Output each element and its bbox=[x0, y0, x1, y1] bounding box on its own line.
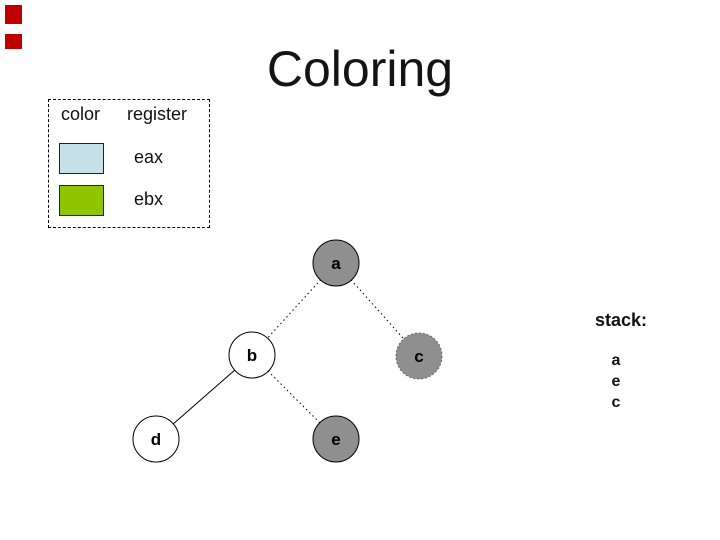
color-register-legend: color register eax ebx bbox=[48, 99, 210, 228]
legend-swatch-ebx bbox=[59, 185, 104, 216]
slide-title: Coloring bbox=[266, 41, 454, 97]
graph-node-d bbox=[132, 415, 180, 463]
stack-item: e bbox=[611, 373, 621, 390]
legend-header-register: register bbox=[127, 104, 188, 124]
legend-register-ebx: ebx bbox=[134, 189, 164, 209]
graph-node-label-c: c bbox=[414, 347, 423, 366]
graph-edge-b-e bbox=[251, 354, 337, 440]
red-slide-marker-top bbox=[5, 5, 22, 24]
graph-node-label-d: d bbox=[151, 430, 161, 449]
stack-item: a bbox=[611, 352, 621, 369]
graph-node-c bbox=[395, 332, 443, 380]
legend-swatch-eax bbox=[59, 143, 104, 174]
legend-register-eax: eax bbox=[134, 147, 164, 167]
graph-node-a bbox=[312, 239, 360, 287]
graph-node-label-a: a bbox=[331, 254, 341, 273]
stack-label: stack: bbox=[595, 310, 648, 330]
red-slide-marker-bottom bbox=[5, 34, 22, 49]
stack-item: c bbox=[611, 394, 621, 411]
graph-node-e bbox=[312, 415, 360, 463]
stack-items: a e c bbox=[604, 350, 628, 413]
legend-header-color: color bbox=[61, 104, 101, 124]
graph-node-b bbox=[228, 331, 276, 379]
graph-node-label-e: e bbox=[331, 430, 340, 449]
graph-node-label-b: b bbox=[247, 346, 257, 365]
